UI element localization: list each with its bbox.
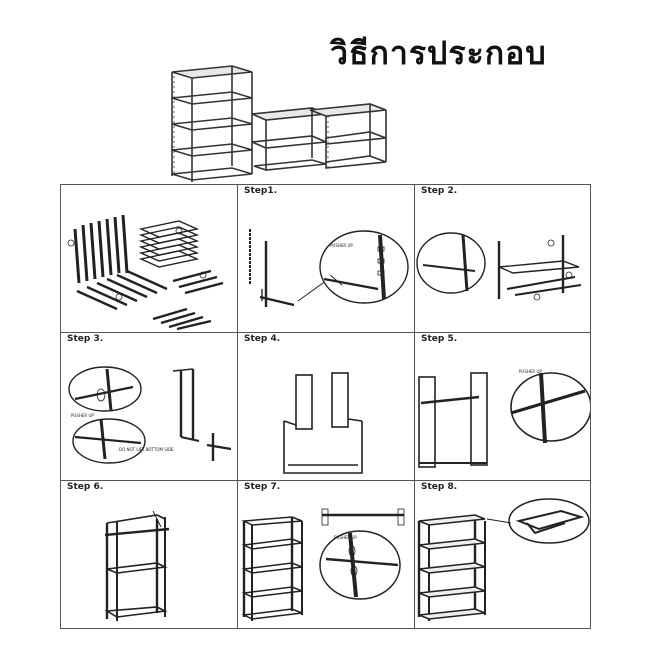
hero-shelving-illustration <box>171 65 387 182</box>
detail-callout <box>319 230 409 304</box>
step-cell-4: Step 4. <box>238 333 415 481</box>
beams <box>76 269 224 331</box>
step-cell-3: Step 3. PUSHER UP DO NOT LIFT BOTTOM SID… <box>61 333 238 481</box>
step-cell-2: Step 2. <box>415 185 591 333</box>
parts-illustration <box>67 214 224 331</box>
push-up-label: PUSHER UP <box>519 369 542 374</box>
step-cell-6: Step 6. <box>61 481 238 629</box>
step-label: Step 7. <box>244 482 281 492</box>
steps-grid: Step1. PUSHER UP Step 2. <box>60 184 591 629</box>
upright-posts <box>73 214 129 284</box>
step-cell-parts <box>61 185 238 333</box>
step-label: Step 2. <box>421 186 458 196</box>
step-8-illustration <box>417 498 590 621</box>
step-2-illustration <box>416 232 582 301</box>
do-not-lift-label: DO NOT LIFT BOTTOM SIDE <box>119 447 174 452</box>
low-shelf-unit-left <box>251 107 327 171</box>
step-label: Step 6. <box>67 482 104 492</box>
page-title: วิธีการประกอบ <box>330 34 547 72</box>
step-label: Step 5. <box>421 334 458 344</box>
step-7-illustration: PUSHER UP <box>241 508 405 621</box>
step-cell-7: Step 7. PUSHER UP <box>238 481 415 629</box>
step-cell-5: Step 5. PUSHER UP <box>415 333 591 481</box>
low-shelf-unit-right <box>309 103 387 169</box>
step-cell-8: Step 8. <box>415 481 591 629</box>
step-cell-1: Step1. PUSHER UP <box>238 185 415 333</box>
step-label: Step 4. <box>244 334 281 344</box>
shelf-boards <box>138 220 200 268</box>
tall-shelf-unit <box>171 65 253 182</box>
step-label: Step 8. <box>421 482 458 492</box>
step-5-illustration: PUSHER UP <box>418 369 590 468</box>
step-label: Step1. <box>244 186 278 196</box>
push-up-label: PUSHER UP <box>334 535 357 540</box>
push-up-label: PUSHER UP <box>71 413 94 418</box>
step-label: Step 3. <box>67 334 104 344</box>
step-3-illustration: PUSHER UP DO NOT LIFT BOTTOM SIDE <box>68 366 232 464</box>
step-6-illustration <box>104 510 170 621</box>
push-up-label: PUSHER UP <box>330 243 353 248</box>
step-4-illustration <box>283 372 363 474</box>
step-1-illustration: PUSHER UP <box>249 229 409 307</box>
